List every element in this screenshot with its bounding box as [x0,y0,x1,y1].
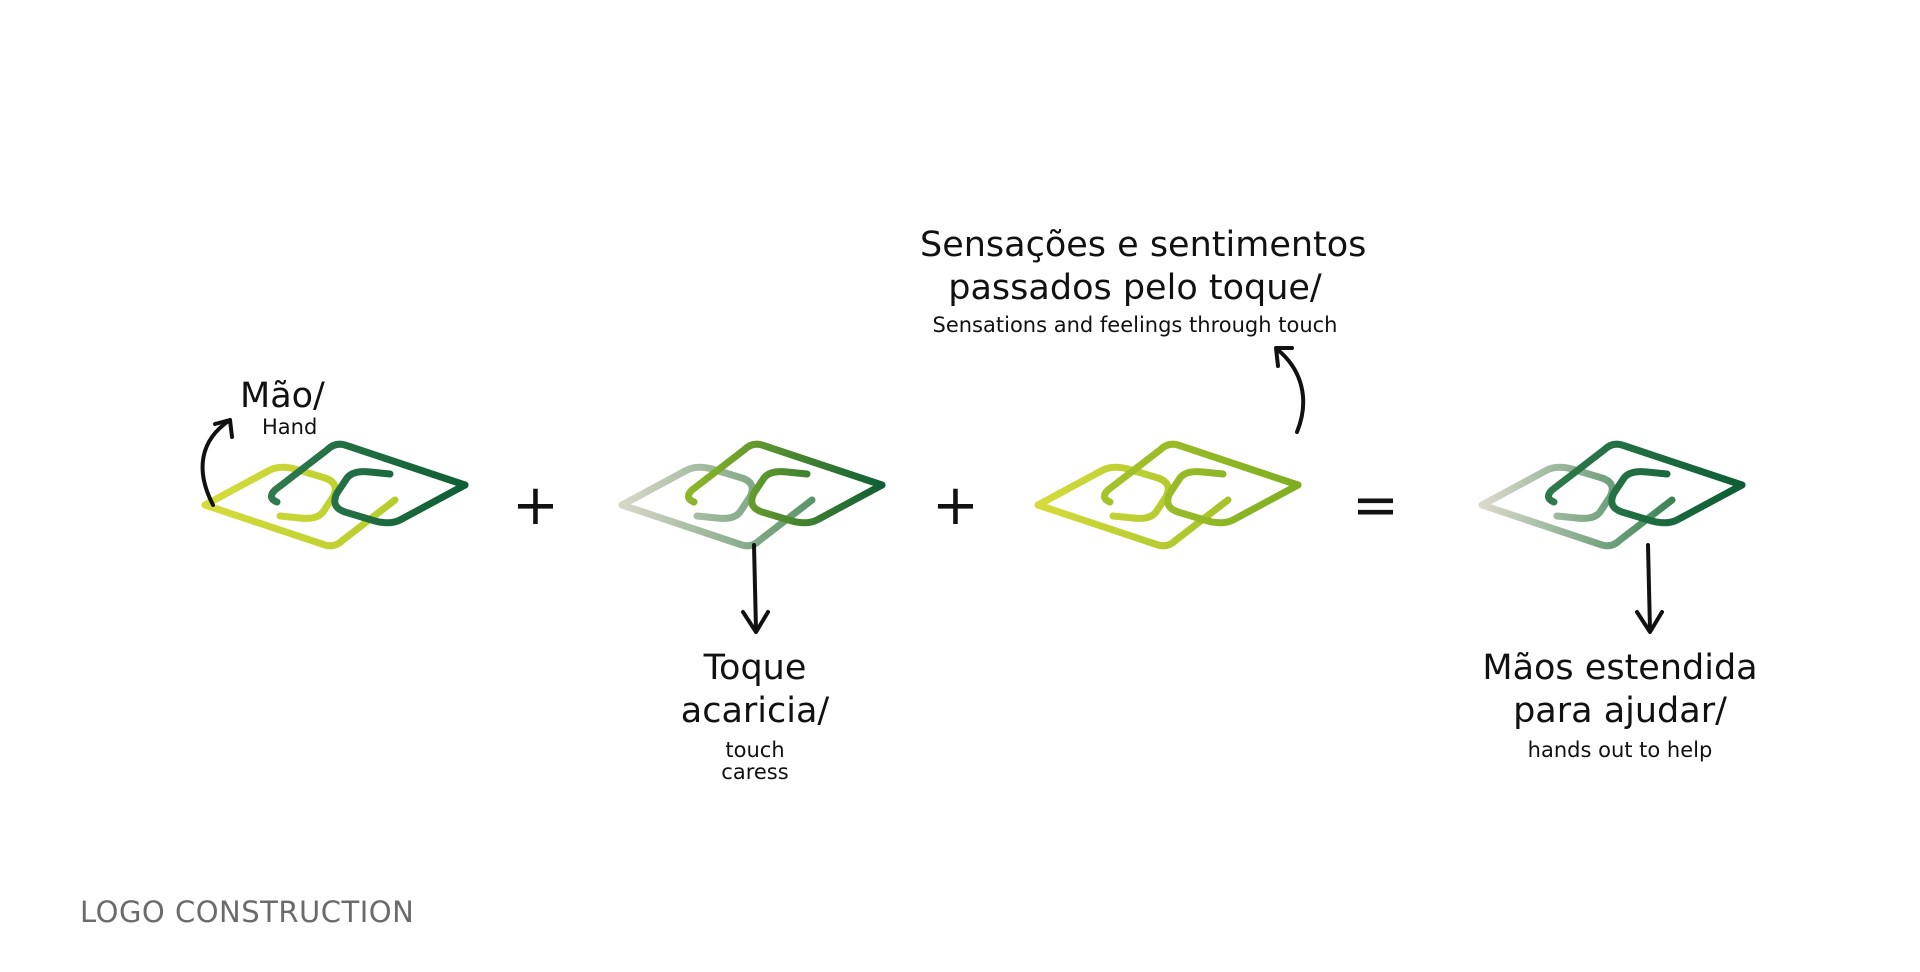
final-sublabel: hands out to help [1527,738,1713,762]
logo-left-hand [205,467,395,546]
sensations-label-line2: passados pelo toque/ [948,268,1322,308]
plus-operator-1: + [512,473,559,538]
logo-stage-hand [205,444,465,546]
touch-label-line1: Toque [703,648,807,688]
logo-left-hand [1038,467,1228,546]
equals-operator: = [1352,473,1399,538]
logo-left-hand [622,467,812,546]
final-arrow [1635,543,1664,634]
logo-right-hand [688,444,882,523]
logo-left-hand [1482,467,1672,546]
final-label-line2: para ajudar/ [1513,691,1727,731]
touch-arrow [741,543,770,634]
sensations-sublabel: Sensations and feelings through touch [932,313,1338,337]
touch-sublabel-line1: touch [725,738,785,762]
final-label-line1: Mãos estendida [1482,648,1758,688]
plus-operator-2: + [932,473,979,538]
logo-stage-sensations [1038,444,1298,546]
touch-sublabel-line2: caress [721,760,789,784]
footer-caption: LOGO CONSTRUCTION [80,895,415,929]
hand-arrow [200,418,234,507]
logo-stage-final [1482,444,1742,546]
logo-right-hand [271,444,465,523]
sensations-arrow [1274,346,1306,434]
logo-right-hand [1548,444,1742,523]
hand-label: Mão/ [240,376,325,416]
sensations-label-line1: Sensações e sentimentos [920,225,1367,265]
logo-stage-touch-caress [622,444,882,546]
touch-label-line2: acaricia/ [680,691,830,731]
hand-sublabel: Hand [262,415,318,439]
logo-right-hand [1104,444,1298,523]
